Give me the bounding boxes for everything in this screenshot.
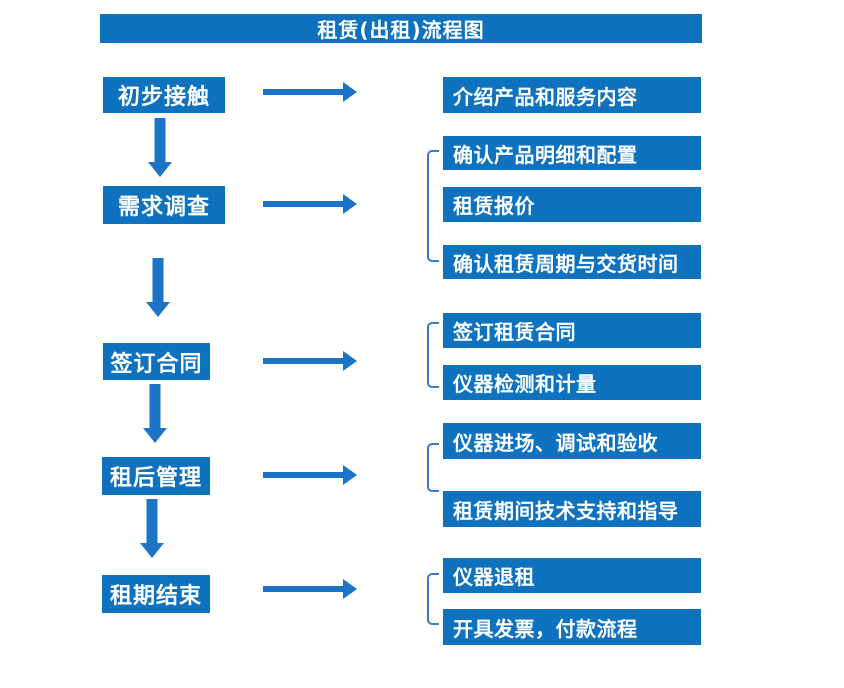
down-arrow-icon [146, 258, 170, 317]
arrow-head [148, 162, 172, 177]
arrow-head [146, 302, 170, 317]
arrow-head [343, 351, 357, 371]
arrow-stem [154, 118, 166, 162]
right-arrow-icon [263, 579, 357, 599]
output-box: 确认产品明细和配置 [443, 136, 701, 170]
output-box: 仪器退租 [443, 558, 701, 593]
arrow-stem [263, 472, 343, 478]
stage-box-rental-end: 租期结束 [102, 575, 210, 613]
bracket-connector [427, 443, 439, 492]
bracket-connector [427, 573, 439, 625]
arrow-stem [263, 89, 343, 95]
output-box: 介绍产品和服务内容 [443, 77, 701, 113]
arrow-head [343, 465, 357, 485]
arrow-head [343, 579, 357, 599]
output-box: 仪器检测和计量 [443, 365, 701, 400]
output-box: 仪器进场、调试和验收 [443, 423, 701, 459]
stage-box-post-rental-management: 租后管理 [102, 457, 210, 495]
right-arrow-icon [263, 465, 357, 485]
down-arrow-icon [143, 384, 167, 443]
down-arrow-icon [148, 118, 172, 177]
right-arrow-icon [263, 82, 357, 102]
output-box: 租赁期间技术支持和指导 [443, 491, 701, 527]
arrow-stem [146, 499, 158, 543]
output-box: 签订租赁合同 [443, 313, 701, 348]
right-arrow-icon [263, 194, 357, 214]
output-box: 租赁报价 [443, 187, 701, 222]
flowchart-title: 租赁(出租)流程图 [100, 14, 702, 43]
arrow-stem [263, 201, 343, 207]
arrow-head [140, 543, 164, 558]
stage-box-initial-contact: 初步接触 [103, 77, 225, 113]
arrow-stem [263, 358, 343, 364]
arrow-stem [263, 586, 343, 592]
stage-box-sign-contract: 签订合同 [103, 343, 210, 380]
output-box: 确认租赁周期与交货时间 [443, 245, 701, 279]
bracket-connector [427, 322, 439, 388]
arrow-head [343, 82, 357, 102]
arrow-head [343, 194, 357, 214]
down-arrow-icon [140, 499, 164, 558]
arrow-head [143, 428, 167, 443]
right-arrow-icon [263, 351, 357, 371]
arrow-stem [149, 384, 161, 428]
bracket-connector [427, 150, 439, 262]
arrow-stem [152, 258, 164, 302]
output-box: 开具发票，付款流程 [443, 609, 701, 645]
stage-box-demand-survey: 需求调查 [103, 186, 225, 224]
